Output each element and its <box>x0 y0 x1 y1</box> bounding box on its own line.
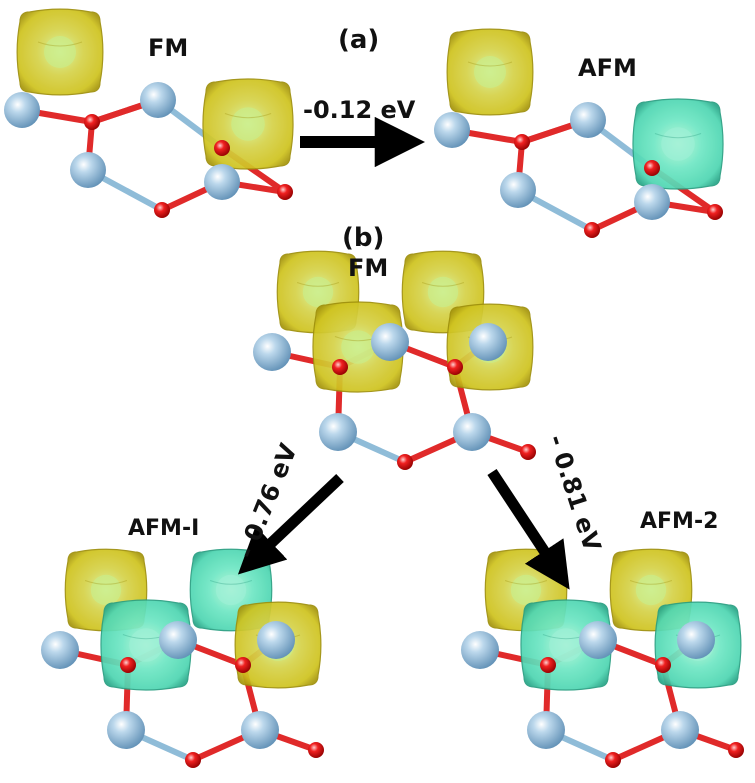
panel-a-label: (a) <box>338 25 379 55</box>
oxygen-atom <box>655 657 671 673</box>
panel-b-fm-label: FM <box>348 254 388 282</box>
metal-atom <box>4 92 40 128</box>
panel-a-fm-label: FM <box>148 34 188 62</box>
oxygen-atom <box>514 134 530 150</box>
oxygen-atom <box>332 359 348 375</box>
oxygen-atom <box>644 160 660 176</box>
metal-atom <box>319 413 357 451</box>
panel-b-afm-2-label: AFM-2 <box>640 509 718 534</box>
metal-atom <box>159 621 197 659</box>
spin-density-layer <box>16 8 742 691</box>
oxygen-atom <box>308 742 324 758</box>
oxygen-atom <box>584 222 600 238</box>
oxygen-atom <box>235 657 251 673</box>
spin-up-density-cloud <box>16 8 104 96</box>
metal-atom <box>527 711 565 749</box>
metal-atom <box>257 621 295 659</box>
arrow-fm-to-afm-1 <box>237 474 344 575</box>
metal-atom <box>371 323 409 361</box>
oxygen-atom <box>707 204 723 220</box>
metal-atom <box>579 621 617 659</box>
arrows-layer <box>237 116 570 590</box>
spin-up-density-cloud <box>202 78 294 170</box>
oxygen-atom <box>397 454 413 470</box>
metal-atom <box>570 102 606 138</box>
metal-atom <box>41 631 79 669</box>
metal-atom <box>204 164 240 200</box>
panel-a-afm-label: AFM <box>578 54 637 82</box>
oxygen-atom <box>447 359 463 375</box>
metal-atom <box>634 184 670 220</box>
metal-atom <box>107 711 145 749</box>
panel-b-label: (b) <box>342 223 384 253</box>
metal-atom <box>434 112 470 148</box>
oxygen-atom <box>154 202 170 218</box>
metal-atom <box>677 621 715 659</box>
panel-b-afm-2-energy: - 0.81 eV <box>542 431 606 555</box>
metal-atom <box>661 711 699 749</box>
oxygen-atom <box>277 184 293 200</box>
metal-atom <box>70 152 106 188</box>
oxygen-atom <box>540 657 556 673</box>
metal-atom <box>253 333 291 371</box>
oxygen-atom <box>214 140 230 156</box>
metal-atom <box>140 82 176 118</box>
panel-a-energy-label: -0.12 eV <box>303 96 416 124</box>
oxygen-atom <box>728 742 744 758</box>
panel-b-afm-1-label: AFM-I <box>128 516 199 541</box>
metal-atom <box>469 323 507 361</box>
oxygen-atom <box>185 752 201 768</box>
arrow-fm-to-afm-2 <box>487 468 570 590</box>
oxygen-atom <box>120 657 136 673</box>
metal-atom <box>241 711 279 749</box>
spin-down-density-cloud <box>632 98 724 190</box>
metal-atom <box>500 172 536 208</box>
metal-atom <box>453 413 491 451</box>
metal-atom <box>461 631 499 669</box>
oxygen-atom <box>605 752 621 768</box>
oxygen-atom <box>520 444 536 460</box>
oxygen-atom <box>84 114 100 130</box>
spin-up-density-cloud <box>446 28 534 116</box>
atoms-layer <box>4 82 744 768</box>
